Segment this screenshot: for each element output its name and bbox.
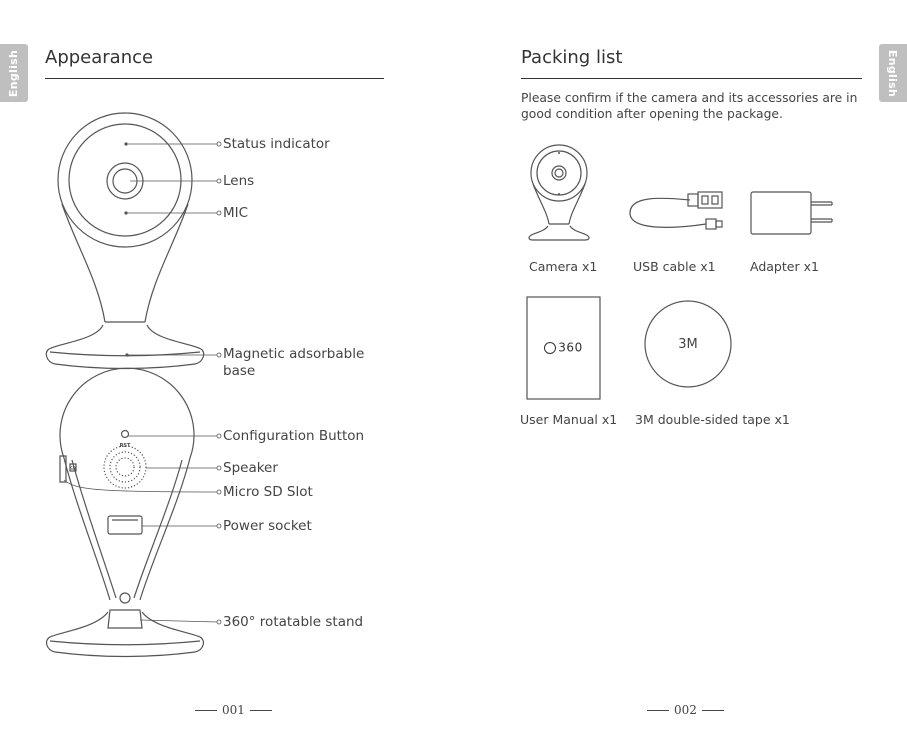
tape-3m-text: 3M — [678, 337, 698, 352]
packing-list-rule — [521, 78, 862, 79]
language-tab-left: English — [0, 44, 28, 102]
page-number-left: 001 — [190, 703, 277, 717]
label-rotatable-stand: 360° rotatable stand — [223, 614, 364, 630]
page-number-left-text: 001 — [222, 703, 245, 717]
page-number-right-text: 002 — [674, 703, 697, 717]
page-number-dash — [701, 709, 724, 711]
page-number-dash — [647, 709, 669, 711]
label-configuration-button: Configuration Button — [223, 428, 365, 444]
caption-adapter: Adapter x1 — [750, 259, 819, 274]
packing-user-manual-icon — [526, 296, 601, 400]
label-speaker: Speaker — [223, 460, 278, 476]
label-base-line2: base — [223, 363, 256, 379]
language-tab-right: English — [879, 44, 907, 102]
label-lens: Lens — [223, 173, 255, 189]
caption-user-manual: User Manual x1 — [520, 412, 618, 427]
360-logo-icon — [544, 341, 557, 354]
packing-adapter-icon — [750, 191, 833, 235]
page-number-right: 002 — [642, 703, 729, 717]
packing-usb-cable-icon — [629, 191, 723, 230]
packing-3m-tape-icon — [644, 300, 732, 388]
appearance-rule — [45, 78, 384, 79]
caption-usb-cable: USB cable x1 — [633, 259, 716, 274]
page-number-dash — [249, 709, 272, 711]
appearance-title: Appearance — [45, 47, 154, 68]
caption-3m-tape: 3M double-sided tape x1 — [635, 412, 790, 427]
camera-front-illustration — [45, 112, 205, 370]
label-micro-sd-slot: Micro SD Slot — [223, 484, 313, 500]
packing-camera-icon — [528, 144, 590, 241]
page-number-dash — [195, 709, 217, 711]
rst-marking: RST — [120, 443, 131, 449]
manual-logo-text: 360 — [558, 340, 583, 355]
camera-back-illustration — [45, 367, 205, 658]
label-base-line1: Magnetic adsorbable — [223, 346, 365, 362]
label-power-socket: Power socket — [223, 518, 312, 534]
manual-360-logo: 360 — [527, 340, 600, 355]
sd-marking: SD — [70, 466, 76, 471]
packing-intro-text: Please confirm if the camera and its acc… — [521, 91, 858, 121]
label-status-indicator: Status indicator — [223, 136, 330, 152]
label-mic: MIC — [223, 205, 249, 221]
packing-list-title: Packing list — [521, 47, 623, 68]
caption-camera: Camera x1 — [529, 259, 598, 274]
